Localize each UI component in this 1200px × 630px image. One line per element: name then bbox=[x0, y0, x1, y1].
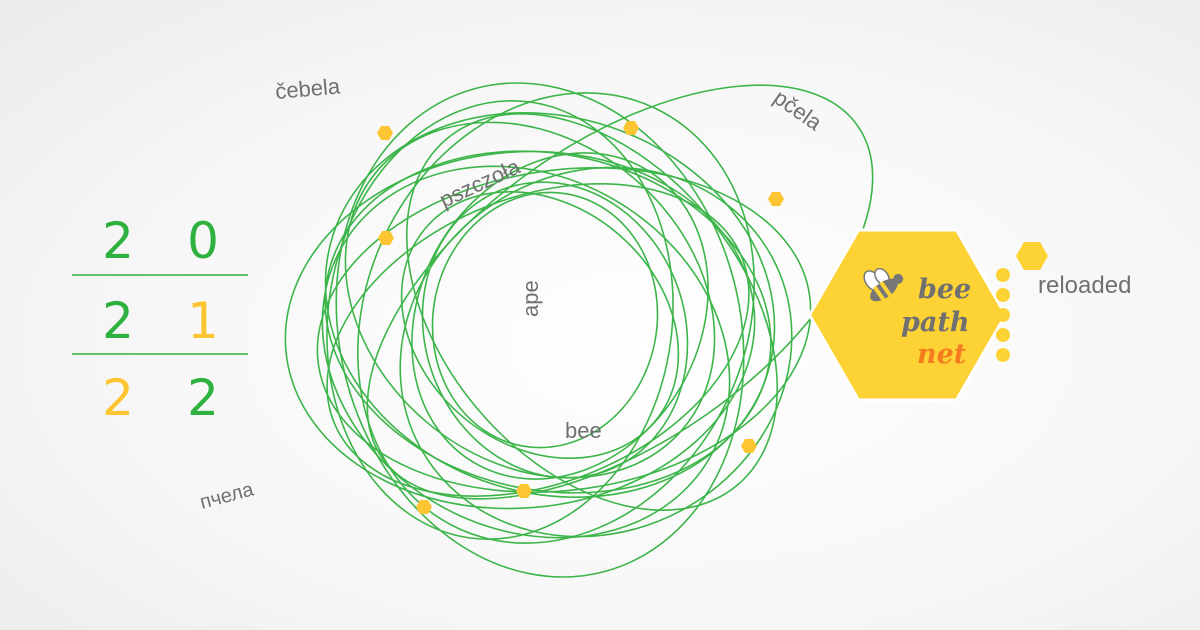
logo-scallop bbox=[844, 288, 858, 302]
word-ape: ape bbox=[518, 280, 543, 317]
logo-scallop bbox=[844, 348, 858, 362]
year-digit: 2 bbox=[102, 292, 134, 350]
flight-ring bbox=[344, 121, 716, 479]
flight-ring bbox=[405, 113, 779, 511]
logo-scallop bbox=[996, 348, 1010, 362]
bee-icon bbox=[863, 267, 904, 302]
flight-ring bbox=[366, 84, 874, 500]
logo-scallop bbox=[996, 288, 1010, 302]
flight-ring bbox=[324, 112, 776, 498]
beepathnet-logo: bee path net bbox=[807, 228, 1010, 402]
flight-ring bbox=[284, 150, 756, 510]
year-grid: 2 0 2 1 2 2 bbox=[72, 212, 248, 427]
flight-ring bbox=[316, 167, 812, 493]
bee-words: čebela pszczoła pčela ape bee пчела bbox=[198, 73, 828, 513]
word-cebela: čebela bbox=[274, 73, 342, 104]
word-bee: bee bbox=[565, 418, 602, 443]
word-pchela: пчела bbox=[198, 478, 257, 514]
bee-stripe bbox=[879, 281, 892, 297]
logo-scallop bbox=[844, 268, 858, 282]
year-digit: 1 bbox=[187, 292, 219, 350]
logo-scallop bbox=[996, 328, 1010, 342]
hexagon-icon bbox=[623, 121, 639, 135]
hexagon-icon bbox=[516, 484, 532, 498]
word-pcela: pčela bbox=[769, 85, 827, 136]
bee-stripe bbox=[872, 285, 886, 302]
flight-ring bbox=[411, 152, 709, 480]
logo-text-path: path bbox=[901, 307, 969, 338]
hexagon-icon bbox=[768, 192, 784, 206]
flight-ring bbox=[335, 82, 745, 578]
hexagon-icon bbox=[378, 231, 394, 245]
honeycomb-dots bbox=[377, 121, 784, 514]
flight-ring bbox=[326, 100, 674, 540]
year-digit: 0 bbox=[187, 212, 219, 270]
logo-scallops bbox=[844, 268, 1010, 362]
hexagon-icon bbox=[416, 500, 432, 514]
flight-ring bbox=[399, 166, 793, 538]
logo-scallop bbox=[996, 308, 1010, 322]
flight-ring bbox=[321, 165, 731, 539]
bee-body bbox=[870, 278, 898, 302]
flight-ring bbox=[326, 183, 750, 497]
hexagon-icon bbox=[741, 439, 757, 453]
year-digit: 2 bbox=[102, 369, 134, 427]
logo-scallop bbox=[844, 308, 858, 322]
bee-head bbox=[893, 273, 904, 284]
logo-text-bee: bee bbox=[918, 274, 971, 305]
year-digit: 2 bbox=[187, 369, 219, 427]
logo-scallop bbox=[996, 268, 1010, 282]
reloaded-label: reloaded bbox=[1038, 272, 1131, 299]
logo-scallop bbox=[844, 328, 858, 342]
flight-ring bbox=[421, 181, 689, 479]
hexagon-icon bbox=[377, 126, 393, 140]
bee-flight-rings bbox=[284, 82, 874, 578]
hexagon-icon bbox=[1016, 242, 1048, 270]
logo-text-net: net bbox=[917, 339, 967, 370]
flight-ring bbox=[431, 191, 659, 449]
logo-hexagon bbox=[807, 228, 1008, 402]
year-digit: 2 bbox=[102, 212, 134, 270]
